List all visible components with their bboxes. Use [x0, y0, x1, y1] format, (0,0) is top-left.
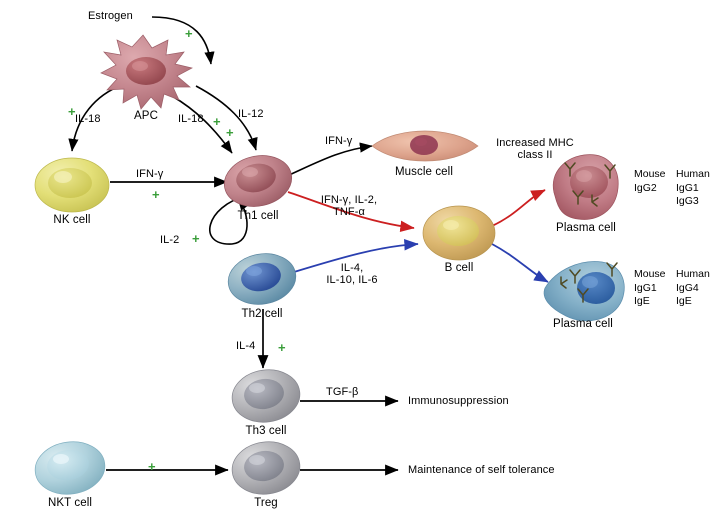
plus-nk-th1-icon: +	[152, 187, 160, 202]
plus-th2-th3-icon: +	[278, 340, 286, 355]
plus-apc-th1-il18-icon: +	[213, 114, 221, 129]
cell-treg	[231, 441, 301, 495]
panel-red-plasma-human-0: IgG1	[676, 182, 699, 194]
cell-muscle	[371, 130, 479, 162]
cell-label-apc: APC	[134, 110, 158, 122]
cell-label-muscle: Muscle cell	[395, 166, 453, 178]
arrow-th2-to-bcell	[293, 238, 419, 273]
panel-blue-plasma-human-1: IgE	[676, 295, 692, 307]
node-increased-mhc-line2: class II	[517, 149, 553, 161]
cell-label-th3: Th3 cell	[245, 425, 287, 437]
arrow-bcell-to-plasma-blue	[491, 243, 549, 283]
node-immunosuppression: Immunosuppression	[408, 395, 509, 407]
plus-apc-nk-icon: +	[68, 104, 76, 119]
arrow-apc-to-th1-il12	[195, 85, 258, 151]
cell-th3	[231, 369, 301, 423]
plus-nkt-treg-icon: +	[148, 459, 156, 474]
panel-blue-plasma-human-header: Human	[676, 268, 710, 280]
edge-label-th3-to-immunosuppression: TGF-β	[326, 386, 359, 398]
node-estrogen: Estrogen	[88, 10, 133, 22]
arrow-th1-to-muscle	[286, 142, 373, 177]
panel-blue-plasma-human-0: IgG4	[676, 282, 699, 294]
node-self-tolerance: Maintenance of self tolerance	[408, 464, 555, 476]
arrow-th1-to-bcell	[287, 191, 415, 233]
edge-label-apc-to-th1-il12: IL-12	[238, 108, 264, 120]
plus-th1-autocrine-icon: +	[192, 231, 200, 246]
arrow-bcell-to-plasma-red	[491, 189, 546, 227]
panel-blue-plasma-mouse-1: IgE	[634, 295, 650, 307]
panel-red-plasma-mouse-header: Mouse	[634, 168, 666, 180]
cell-th2	[227, 253, 297, 305]
panel-red-plasma-human-1: IgG3	[676, 195, 699, 207]
cell-plasma-red	[552, 154, 619, 220]
cell-label-nk: NK cell	[53, 214, 91, 226]
edge-label-th1-to-bcell-line1: IFN-γ, IL-2,	[320, 194, 378, 206]
cell-label-th1: Th1 cell	[237, 210, 279, 222]
edge-label-th1-to-muscle: IFN-γ	[325, 135, 353, 147]
cell-label-th2: Th2 cell	[241, 308, 283, 320]
cell-nk	[34, 157, 110, 213]
edge-label-th1-autocrine: IL-2	[160, 234, 180, 246]
cell-plasma-blue	[543, 261, 625, 322]
edge-label-apc-to-th1-il18: IL-18	[178, 113, 204, 125]
plus-estrogen-apc-icon: +	[185, 26, 193, 41]
cell-th1	[223, 155, 293, 207]
cell-label-plasma-blue: Plasma cell	[553, 318, 613, 330]
panel-blue-plasma-mouse-header: Mouse	[634, 268, 666, 280]
panel-red-plasma-mouse-0: IgG2	[634, 182, 657, 194]
edge-label-th2-to-bcell-line1: IL-4,	[340, 262, 364, 274]
cell-apc	[100, 34, 193, 110]
edge-label-apc-to-nk: IL-18	[75, 113, 101, 125]
cell-label-bcell: B cell	[444, 262, 474, 274]
panel-blue-plasma-mouse-0: IgG1	[634, 282, 657, 294]
edge-label-th2-to-bcell-line2: IL-10, IL-6	[326, 274, 378, 286]
cell-bcell	[422, 205, 496, 261]
cell-nkt	[34, 441, 106, 495]
edge-label-th1-to-bcell-line2: TNF-α	[333, 206, 365, 218]
cell-label-nkt: NKT cell	[47, 497, 93, 509]
cell-label-plasma-red: Plasma cell	[556, 222, 616, 234]
edge-label-th2-to-th3: IL-4	[236, 340, 256, 352]
panel-red-plasma-human-header: Human	[676, 168, 710, 180]
edge-label-nk-to-th1: IFN-γ	[136, 168, 164, 180]
node-increased-mhc-line1: Increased MHC	[496, 137, 574, 149]
arrow-th1-autocrine-loop	[209, 195, 250, 245]
arrow-estrogen-to-apc	[151, 16, 215, 65]
cell-label-treg: Treg	[254, 497, 278, 509]
plus-apc-th1-il12-icon: +	[226, 125, 234, 140]
